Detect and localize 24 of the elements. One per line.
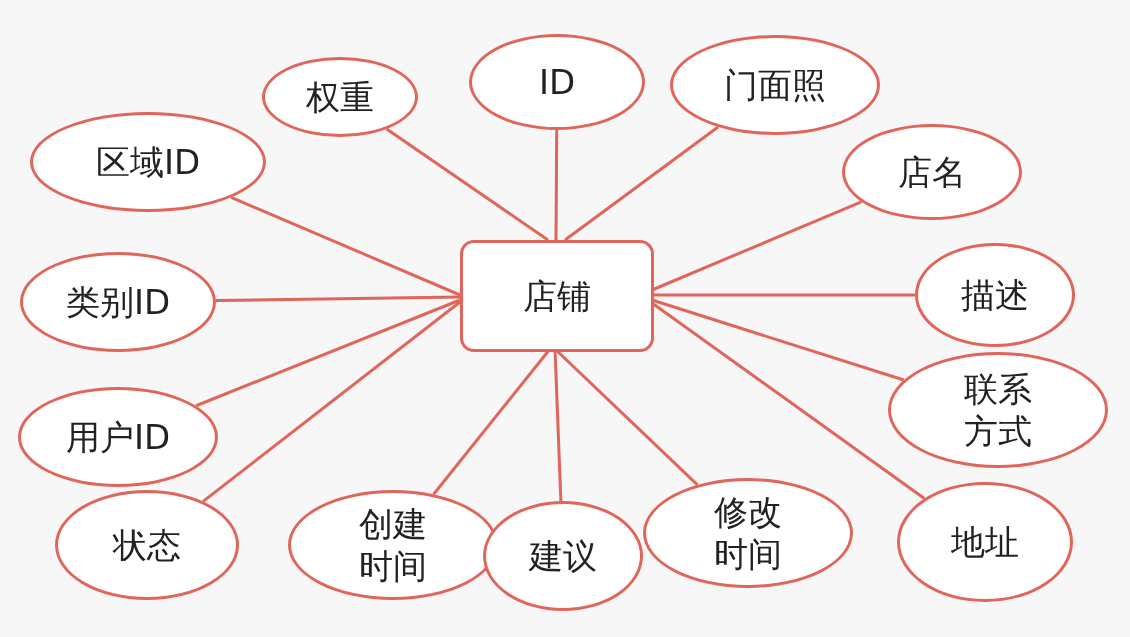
attribute-label: 状态 (113, 523, 181, 567)
connector-line (554, 130, 559, 240)
attribute-label: 用户ID (65, 415, 171, 459)
attribute-label: 描述 (961, 273, 1029, 317)
attribute-label: 门面照 (724, 63, 826, 107)
attribute-label: 权重 (306, 75, 374, 119)
connector-line (230, 196, 461, 297)
attribute-label: 区域ID (95, 140, 201, 184)
connector-line (385, 127, 549, 242)
connector-line (215, 295, 461, 303)
attribute-label: 店名 (898, 150, 966, 194)
entity-label: 店铺 (523, 274, 591, 318)
entity-box (460, 240, 654, 352)
connector-line (652, 293, 915, 297)
connector-line (195, 298, 461, 408)
attribute-label: 建议 (529, 534, 597, 578)
attribute-label: 创建时间 (358, 502, 428, 588)
connector-line (202, 300, 461, 503)
attribute-label: 联系方式 (963, 367, 1033, 453)
connector-line (564, 125, 719, 242)
attribute-label: 修改时间 (713, 490, 783, 576)
attribute-label: ID (538, 60, 576, 104)
attribute-label: 地址 (951, 520, 1019, 564)
attribute-label: 类别ID (65, 280, 171, 324)
